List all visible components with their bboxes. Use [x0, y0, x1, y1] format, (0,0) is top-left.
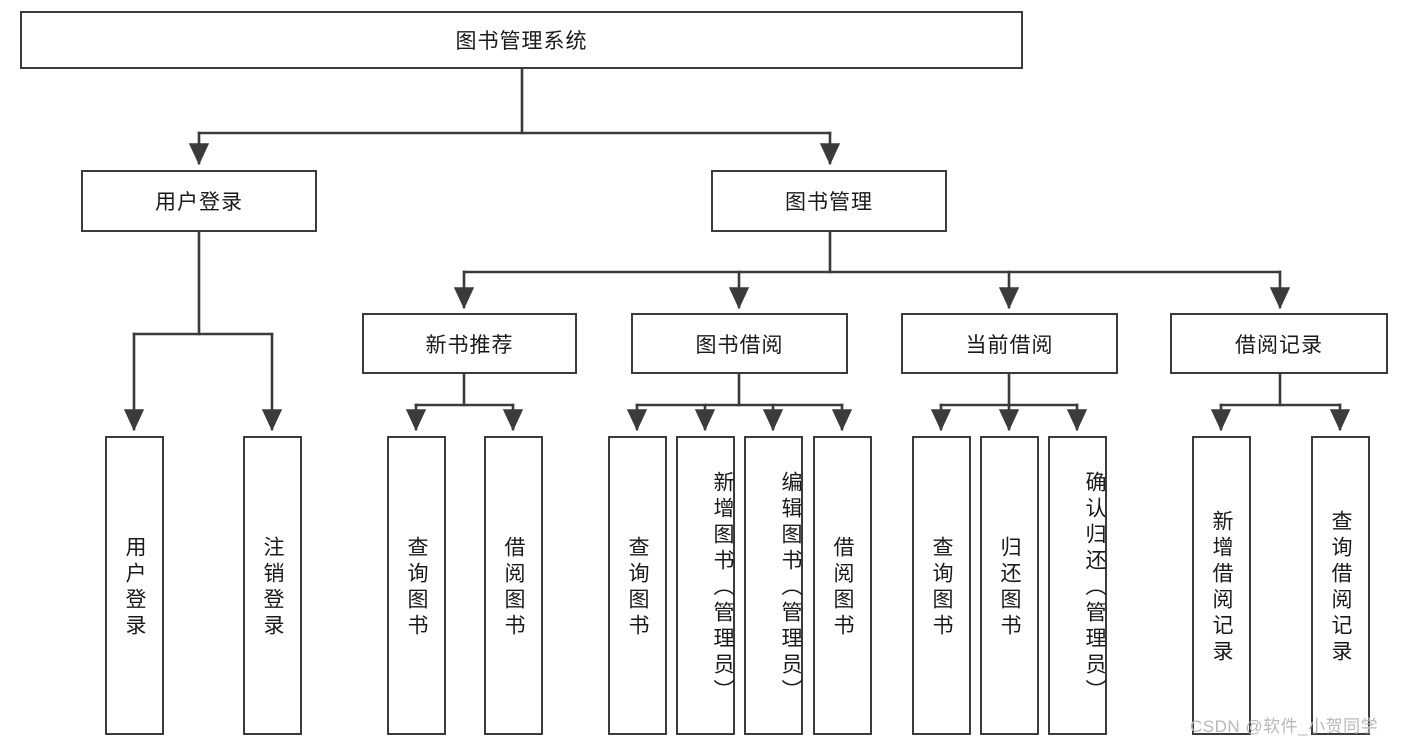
node-leaf-add-record[interactable]: 新增借阅记录 — [1192, 436, 1251, 735]
node-leaf-edit-book[interactable]: 编辑图书（管理员） — [744, 436, 803, 735]
node-leaf-query-book-3[interactable]: 查询图书 — [912, 436, 971, 735]
node-leaf-return-book[interactable]: 归还图书 — [980, 436, 1039, 735]
node-root[interactable]: 图书管理系统 — [20, 11, 1023, 69]
node-book-borrow[interactable]: 图书借阅 — [631, 313, 848, 374]
node-leaf-query-book-1[interactable]: 查询图书 — [387, 436, 446, 735]
node-leaf-confirm-return[interactable]: 确认归还（管理员） — [1048, 436, 1107, 735]
node-leaf-borrow-book-2[interactable]: 借阅图书 — [813, 436, 872, 735]
node-leaf-user-login[interactable]: 用户登录 — [105, 436, 164, 735]
node-leaf-query-book-2[interactable]: 查询图书 — [608, 436, 667, 735]
node-leaf-borrow-book-1[interactable]: 借阅图书 — [484, 436, 543, 735]
node-leaf-query-record[interactable]: 查询借阅记录 — [1311, 436, 1370, 735]
node-user-login[interactable]: 用户登录 — [81, 170, 317, 232]
node-leaf-logout-login[interactable]: 注销登录 — [243, 436, 302, 735]
node-borrow-record[interactable]: 借阅记录 — [1170, 313, 1388, 374]
node-leaf-add-book[interactable]: 新增图书（管理员） — [676, 436, 735, 735]
node-book-management[interactable]: 图书管理 — [711, 170, 947, 232]
csdn-watermark: CSDN @软件_小贺同学 — [1190, 717, 1379, 736]
node-current-borrow[interactable]: 当前借阅 — [901, 313, 1118, 374]
node-new-book-recommend[interactable]: 新书推荐 — [362, 313, 577, 374]
